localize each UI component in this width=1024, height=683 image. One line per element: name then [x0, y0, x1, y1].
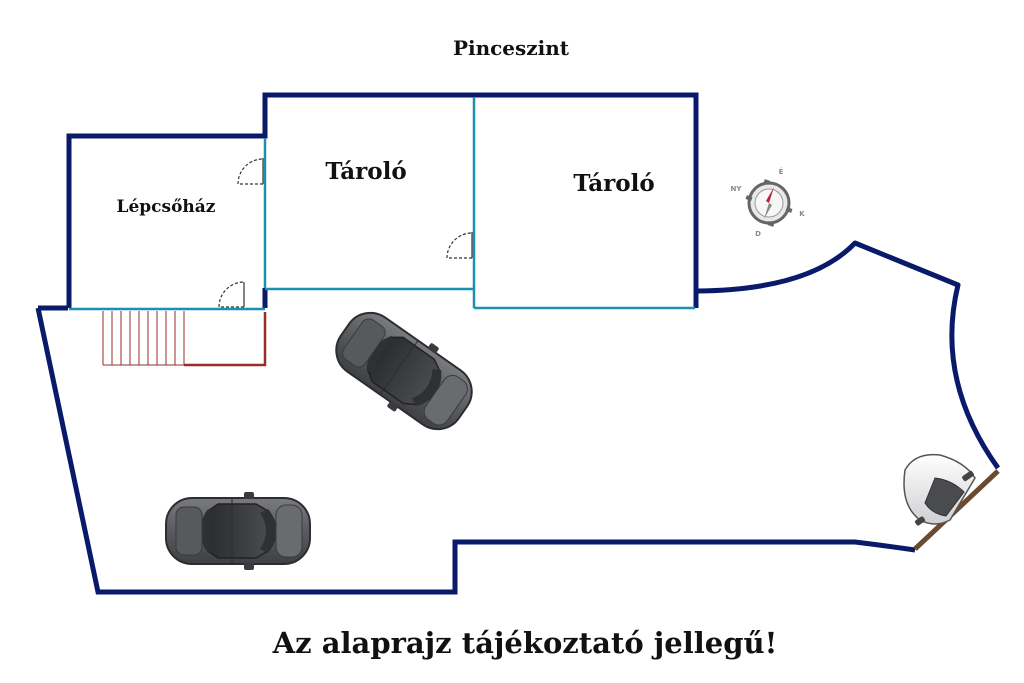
outer-wall-right-curve [696, 240, 1001, 470]
compass-label-north: É [779, 167, 784, 176]
room-label-storage-1: Tároló [325, 158, 406, 185]
compass-label-west: NY [731, 185, 743, 193]
car-icon [903, 453, 976, 526]
car-icon [165, 491, 311, 571]
door-icon [218, 281, 245, 308]
stair-railing [184, 312, 267, 367]
stairs [102, 311, 185, 366]
compass-icon: É K D NY [731, 167, 806, 238]
room-label-storage-2: Tároló [573, 170, 654, 197]
compass-label-east: K [799, 210, 805, 218]
building-wall [66, 92, 699, 308]
car-icon [321, 296, 487, 446]
door-icon [446, 232, 473, 259]
outer-wall [35, 307, 916, 595]
compass-label-south: D [755, 230, 761, 238]
room-label-staircase: Lépcsőház [117, 197, 216, 217]
door-icon [237, 158, 264, 185]
page-title: Pinceszint [453, 36, 570, 60]
footer-disclaimer: Az alaprajz tájékoztató jellegű! [272, 626, 778, 660]
